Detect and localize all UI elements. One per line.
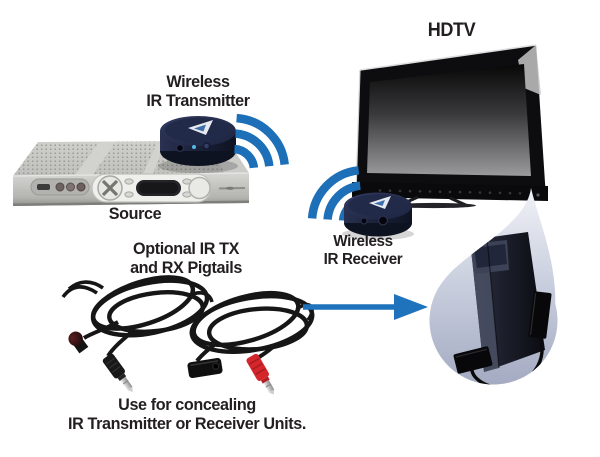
source-device xyxy=(12,141,250,206)
label-line: IR Transmitter or Receiver Units. xyxy=(68,413,306,433)
audio-plug-red xyxy=(246,353,275,395)
hdtv-label: HDTV xyxy=(402,20,502,42)
tv-screen xyxy=(367,64,531,176)
front-control-pod xyxy=(91,173,212,203)
wireless-ir-transmitter-label: Wireless IR Transmitter xyxy=(113,72,284,110)
source-label: Source xyxy=(78,204,192,224)
ir-receiver-device xyxy=(342,192,414,240)
label-line: Optional IR TX xyxy=(133,239,239,258)
ir-receiver-eye xyxy=(187,357,223,379)
status-led xyxy=(192,145,196,149)
ir-emitter-bulb xyxy=(68,331,89,354)
rx-pigtail-cable xyxy=(187,290,315,395)
label-line: Wireless xyxy=(333,233,393,250)
ir-port xyxy=(360,217,368,225)
ir-port xyxy=(378,215,389,226)
ir-transmitter-device xyxy=(158,116,238,173)
audio-plug xyxy=(102,353,133,392)
label-line: HDTV xyxy=(427,20,476,41)
wireless-signal-icon xyxy=(233,113,289,169)
label-line: IR Receiver xyxy=(323,250,403,268)
wireless-ir-receiver-label: Wireless IR Receiver xyxy=(305,233,421,268)
teardrop-callout xyxy=(429,188,558,385)
label-line: Use for concealing xyxy=(118,395,256,414)
tv-stand xyxy=(392,195,476,209)
hdtv-tv xyxy=(352,44,548,209)
concealing-label: Use for concealing IR Transmitter or Rec… xyxy=(45,395,330,433)
tv-back-closeup xyxy=(453,232,552,385)
label-line: and RX Pigtails xyxy=(130,257,242,277)
pigtails-label: Optional IR TX and RX Pigtails xyxy=(104,239,267,277)
rca-jack xyxy=(55,182,65,192)
rca-jack xyxy=(76,182,86,192)
label-line: Source xyxy=(108,204,162,223)
rca-jack xyxy=(66,182,75,192)
label-line: Wireless xyxy=(166,72,230,91)
front-jack-panel xyxy=(30,178,90,196)
label-line: IR Transmitter xyxy=(146,90,250,110)
concealed-pigtail-block xyxy=(453,346,493,374)
arrow-right-icon xyxy=(303,294,428,320)
concealed-cable xyxy=(470,335,544,385)
pair-button xyxy=(202,142,211,150)
select-button xyxy=(188,176,211,200)
tx-pigtail-cable xyxy=(61,275,214,392)
usb-port xyxy=(37,184,50,190)
ir-port xyxy=(176,144,185,153)
